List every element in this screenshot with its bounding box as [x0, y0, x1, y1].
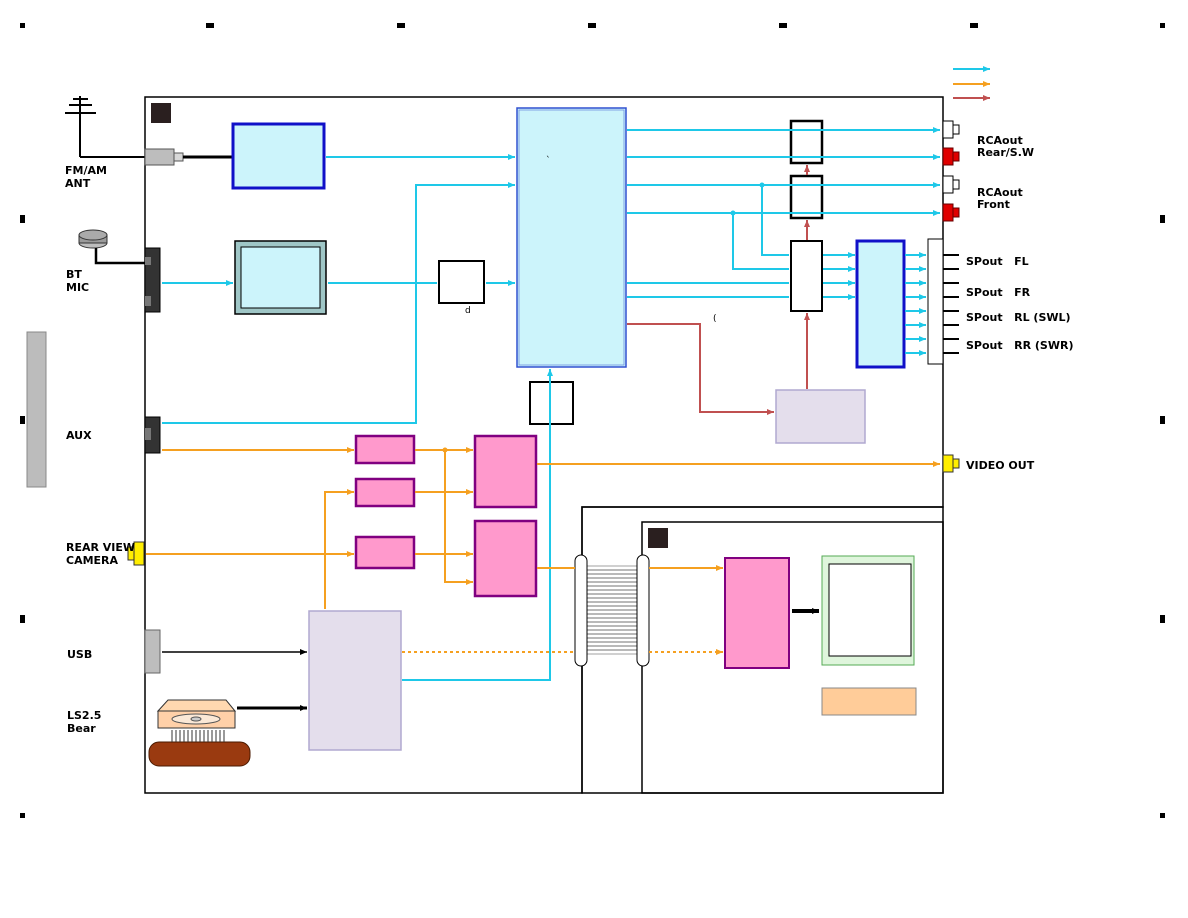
dsp-mark: ` [546, 155, 551, 166]
rear-view-camera-label: REAR VIEW [66, 541, 135, 554]
rca-rear-label-2: Rear/S.W [977, 146, 1034, 159]
video-signal-lines [146, 447, 940, 609]
video-out-label: VIDEO OUT [966, 459, 1035, 472]
bt-mic-label: BT [66, 268, 82, 281]
paren-mark: ( [713, 314, 717, 324]
antenna-icon [65, 96, 145, 158]
audio-signal-lines [162, 127, 940, 681]
disc-drive-icon [148, 699, 307, 767]
backlight-block [821, 687, 917, 716]
power-amp-block [855, 239, 906, 369]
side-tab [26, 331, 47, 488]
dsp-block [516, 107, 627, 368]
selector-block [790, 240, 823, 312]
registration-marks [20, 23, 1165, 818]
fm-am-ant-label: FM/AM [65, 164, 107, 177]
antenna-connector [144, 148, 233, 166]
usb-label: USB [67, 648, 92, 661]
media-controller-block [308, 610, 402, 751]
video-ic-1 [354, 434, 416, 465]
small-ic-block [438, 260, 485, 304]
speaker-terminal [927, 238, 944, 365]
rca-front-red-jack [942, 203, 960, 222]
board-marker-main [151, 103, 171, 123]
video-switch-2 [473, 519, 538, 598]
ls25-label-2: Bear [67, 722, 96, 735]
usb-connector [144, 629, 161, 674]
ribbon-cable [574, 554, 650, 667]
bt-mic-label-2: MIC [66, 281, 89, 294]
video-switch-1 [473, 434, 538, 509]
ls25-label: LS2.5 [67, 709, 101, 722]
rca-front-label-2: Front [977, 198, 1010, 211]
rca-rear-white-jack [942, 120, 960, 139]
rca-rear-label: RCAout [977, 134, 1023, 147]
speaker-terminal-pins [943, 254, 959, 354]
small-ic-mark: d [465, 306, 471, 316]
rca-front-white-jack [942, 175, 960, 194]
front-buffer-block [789, 174, 824, 220]
legend [953, 66, 990, 101]
rear-view-camera-label-2: CAMERA [66, 554, 119, 567]
control-signal-lines [627, 165, 810, 415]
rear-camera-jack [127, 541, 145, 566]
sp-rr-label: SPout RR (SWR) [966, 339, 1073, 352]
tuner-block [231, 122, 326, 190]
bt-module-block [234, 240, 327, 315]
video-ic-2 [354, 477, 416, 508]
rca-rear-red-jack [942, 147, 960, 166]
sp-fl-label: SPout FL [966, 255, 1029, 268]
sp-rl-label: SPout RL (SWL) [966, 311, 1071, 324]
lcd-driver-block [724, 557, 790, 669]
system-controller-block [775, 389, 866, 444]
sp-fr-label: SPout FR [966, 286, 1031, 299]
board-marker-display [648, 528, 668, 548]
video-ic-3 [354, 535, 416, 570]
microphone-icon [78, 229, 146, 265]
fm-am-ant-label-2: ANT [65, 177, 91, 190]
clock-block [529, 381, 574, 425]
rca-front-label: RCAout [977, 186, 1023, 199]
video-out-jack [942, 454, 960, 473]
aux-label: AUX [66, 429, 92, 442]
